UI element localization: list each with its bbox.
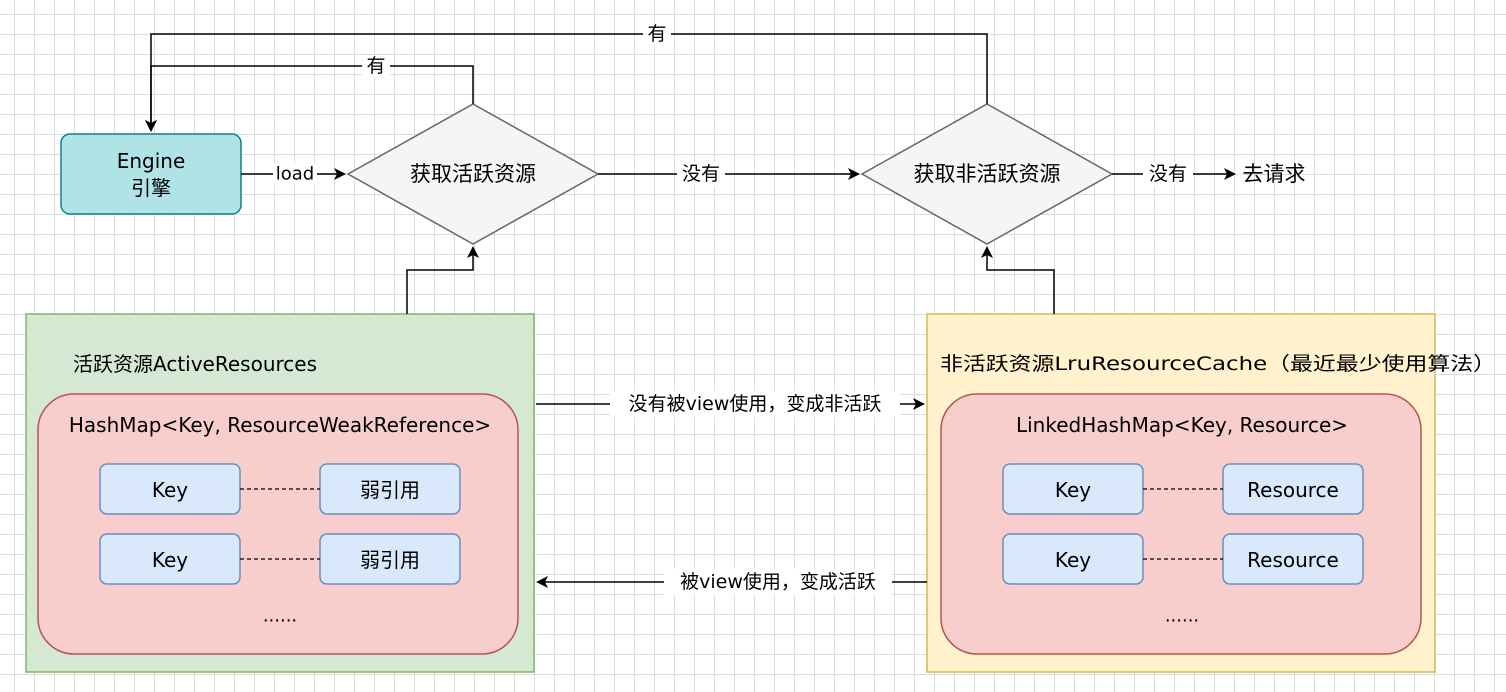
edge-inactive-source — [981, 246, 1055, 314]
get-inactive-decision — [860, 103, 1114, 245]
edge-active-source — [406, 246, 479, 314]
inactive-map-label: LinkedHashMap<Key, Resource> — [1016, 413, 1348, 437]
active-map-label: HashMap<Key, ResourceWeakReference> — [69, 413, 491, 437]
engine-node — [60, 133, 242, 215]
edge-label-to-inactive: 没有被view使用，变成非活跃 — [629, 393, 882, 415]
engine-label-cn: 引擎 — [131, 176, 171, 200]
get-active-decision — [346, 103, 600, 245]
inactive-value-text: Resource — [1247, 478, 1339, 502]
inactive-hashmap-box — [940, 393, 1422, 655]
edge-label-active-has: 有 — [366, 55, 385, 77]
active-value-text: 弱引用 — [360, 478, 420, 502]
inactive-decision-label: 获取非活跃资源 — [914, 162, 1061, 186]
engine-label: Engine — [117, 149, 186, 173]
edge-label-inactive-none: 没有 — [1149, 163, 1187, 185]
edge-label-load: load — [276, 164, 314, 185]
active-key-text: Key — [152, 548, 188, 572]
edge-label-inactive-has: 有 — [647, 23, 666, 45]
terminal-request: 去请求 — [1243, 162, 1306, 186]
active-ellipsis: ...... — [263, 606, 297, 627]
inactive-resources-title: 非活跃资源LruResourceCache（最近最少使用算法） — [940, 353, 1496, 375]
edge-active-has — [145, 65, 474, 132]
inactive-key-text: Key — [1055, 548, 1091, 572]
active-key-text: Key — [152, 478, 188, 502]
inactive-ellipsis: ...... — [1165, 606, 1199, 627]
active-resources-title: 活跃资源ActiveResources — [73, 352, 317, 376]
inactive-key-text: Key — [1055, 478, 1091, 502]
active-hashmap-box — [37, 393, 519, 655]
active-decision-label: 获取活跃资源 — [410, 162, 536, 186]
edge-label-active-none: 没有 — [682, 163, 720, 185]
edge-label-to-active: 被view使用，变成活跃 — [680, 571, 876, 593]
edge-inactive-has — [145, 33, 988, 132]
active-value-text: 弱引用 — [360, 548, 420, 572]
inactive-value-text: Resource — [1247, 548, 1339, 572]
